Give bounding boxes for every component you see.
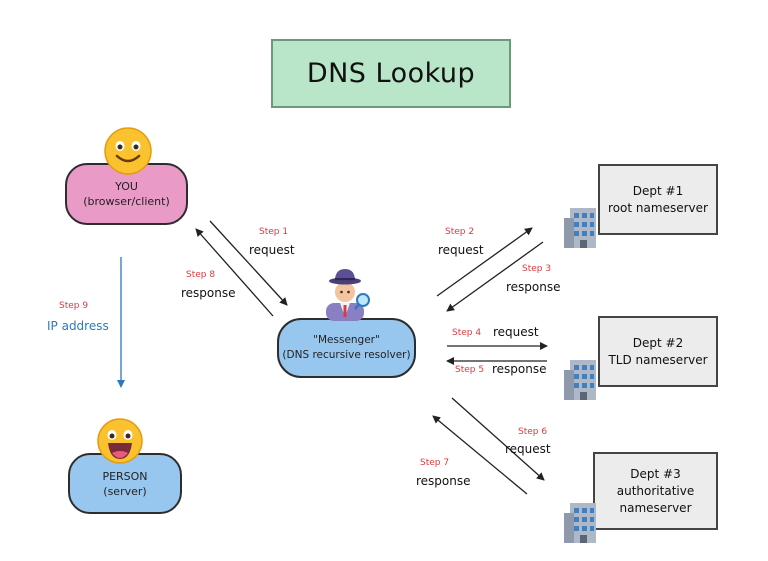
person-sublabel: (server) <box>103 484 147 498</box>
title: DNS Lookup <box>306 58 476 89</box>
authoritative-nameserver-box: Dept #3 authoritative nameserver <box>593 452 718 530</box>
step3-label: response <box>506 280 561 294</box>
office-building-icon <box>564 503 596 543</box>
person-label: PERSON <box>102 469 148 483</box>
step2-label: request <box>438 243 484 257</box>
you-sublabel: (browser/client) <box>83 195 170 208</box>
server1-name: Dept #1 <box>632 183 684 198</box>
arrow-step7-response <box>432 415 528 495</box>
step9-number: Step 9 <box>59 301 89 311</box>
step7-number: Step 7 <box>420 458 450 468</box>
server3-name: Dept #3 <box>630 466 681 481</box>
you-label: YOU <box>115 180 138 193</box>
arrow-step2-request <box>436 227 533 297</box>
step9-label: IP address <box>47 319 109 333</box>
step6-label: request <box>505 442 551 456</box>
server2-type: TLD nameserver <box>608 352 708 367</box>
step1-number: Step 1 <box>259 227 289 237</box>
smiling-face-icon <box>104 127 152 175</box>
office-building-icon <box>564 208 596 248</box>
step8-label: response <box>181 286 236 300</box>
server2-name: Dept #2 <box>632 335 684 350</box>
resolver-node: "Messenger" (DNS recursive resolver) <box>277 318 416 378</box>
step1-label: request <box>249 243 295 257</box>
arrow-step1-request <box>209 220 288 306</box>
step5-label: response <box>492 362 547 376</box>
resolver-label: "Messenger" <box>313 334 380 346</box>
office-building-icon <box>564 360 596 400</box>
root-nameserver-box: Dept #1 root nameserver <box>598 164 718 235</box>
step3-number: Step 3 <box>522 264 552 274</box>
step6-number: Step 6 <box>518 427 548 437</box>
arrow-step8-response <box>195 228 274 317</box>
server1-type: root nameserver <box>608 200 708 215</box>
tld-nameserver-box: Dept #2 TLD nameserver <box>598 316 718 387</box>
step7-label: response <box>416 474 471 488</box>
detective-icon <box>326 269 370 321</box>
step2-number: Step 2 <box>445 227 475 237</box>
resolver-sublabel: (DNS recursive resolver) <box>282 349 411 361</box>
step8-number: Step 8 <box>186 270 216 280</box>
server3-type: authoritative <box>616 483 695 498</box>
grinning-face-icon <box>97 418 143 464</box>
server3-type-2: nameserver <box>619 500 692 515</box>
title-box: DNS Lookup <box>271 39 511 108</box>
step4-label: request <box>493 325 539 339</box>
arrow-step3-response <box>446 241 544 312</box>
step5-number: Step 5 <box>455 365 485 375</box>
arrow-step6-request <box>451 397 545 481</box>
step4-number: Step 4 <box>452 328 482 338</box>
